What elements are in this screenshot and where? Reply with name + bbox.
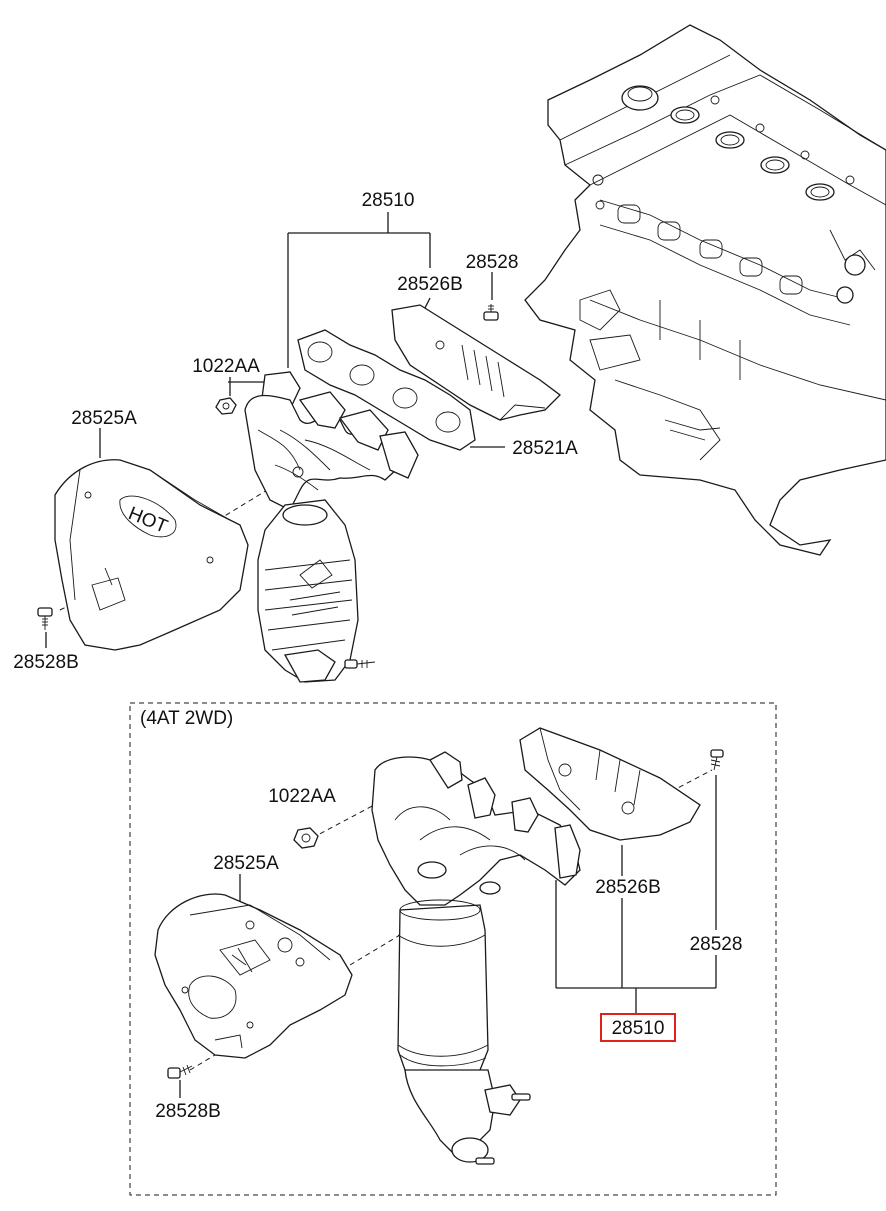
callout-top-28528: 28528 [466, 252, 519, 273]
callout-bottom-28528B: 28528B [155, 1101, 221, 1122]
bottom-nut-1022AA [293, 827, 319, 849]
bottom-exhaust-manifold [371, 751, 581, 1165]
variant-box-title: (4AT 2WD) [140, 708, 233, 729]
variant-box-4at-2wd [129, 702, 777, 1196]
callout-top-28526B: 28526B [397, 274, 463, 295]
callout-top-28521A: 28521A [512, 438, 578, 459]
bottom-bolt-28528B [167, 1064, 193, 1098]
callout-bottom-28525A: 28525A [213, 853, 279, 874]
top-heat-shield-28526B [391, 304, 561, 421]
callout-bottom-1022AA: 1022AA [268, 786, 336, 807]
highlight-box-28510 [600, 1013, 676, 1042]
bottom-heat-shield-28526B [519, 727, 701, 841]
callout-bottom-28510[interactable]: 28510 [612, 1018, 665, 1039]
callout-bottom-28526B: 28526B [595, 877, 661, 898]
top-heat-shield-28525A: HOT [54, 459, 249, 651]
top-leader-lines [45, 212, 505, 648]
bottom-heat-shield-28525A [154, 893, 353, 1059]
callout-top-28510: 28510 [362, 190, 415, 211]
callout-top-1022AA: 1022AA [192, 356, 260, 377]
engine-block [524, 24, 886, 556]
top-nut-1022AA [215, 397, 237, 415]
top-bolt-28528B [37, 607, 53, 630]
top-gasket-28521A [297, 329, 476, 451]
callout-top-28525A: 28525A [71, 408, 137, 429]
top-exhaust-manifold [244, 371, 419, 683]
callout-top-28528B: 28528B [13, 652, 79, 673]
bottom-bolt-28528 [710, 749, 724, 771]
top-bolt-28528 [483, 304, 499, 321]
callout-bottom-28528: 28528 [690, 934, 743, 955]
